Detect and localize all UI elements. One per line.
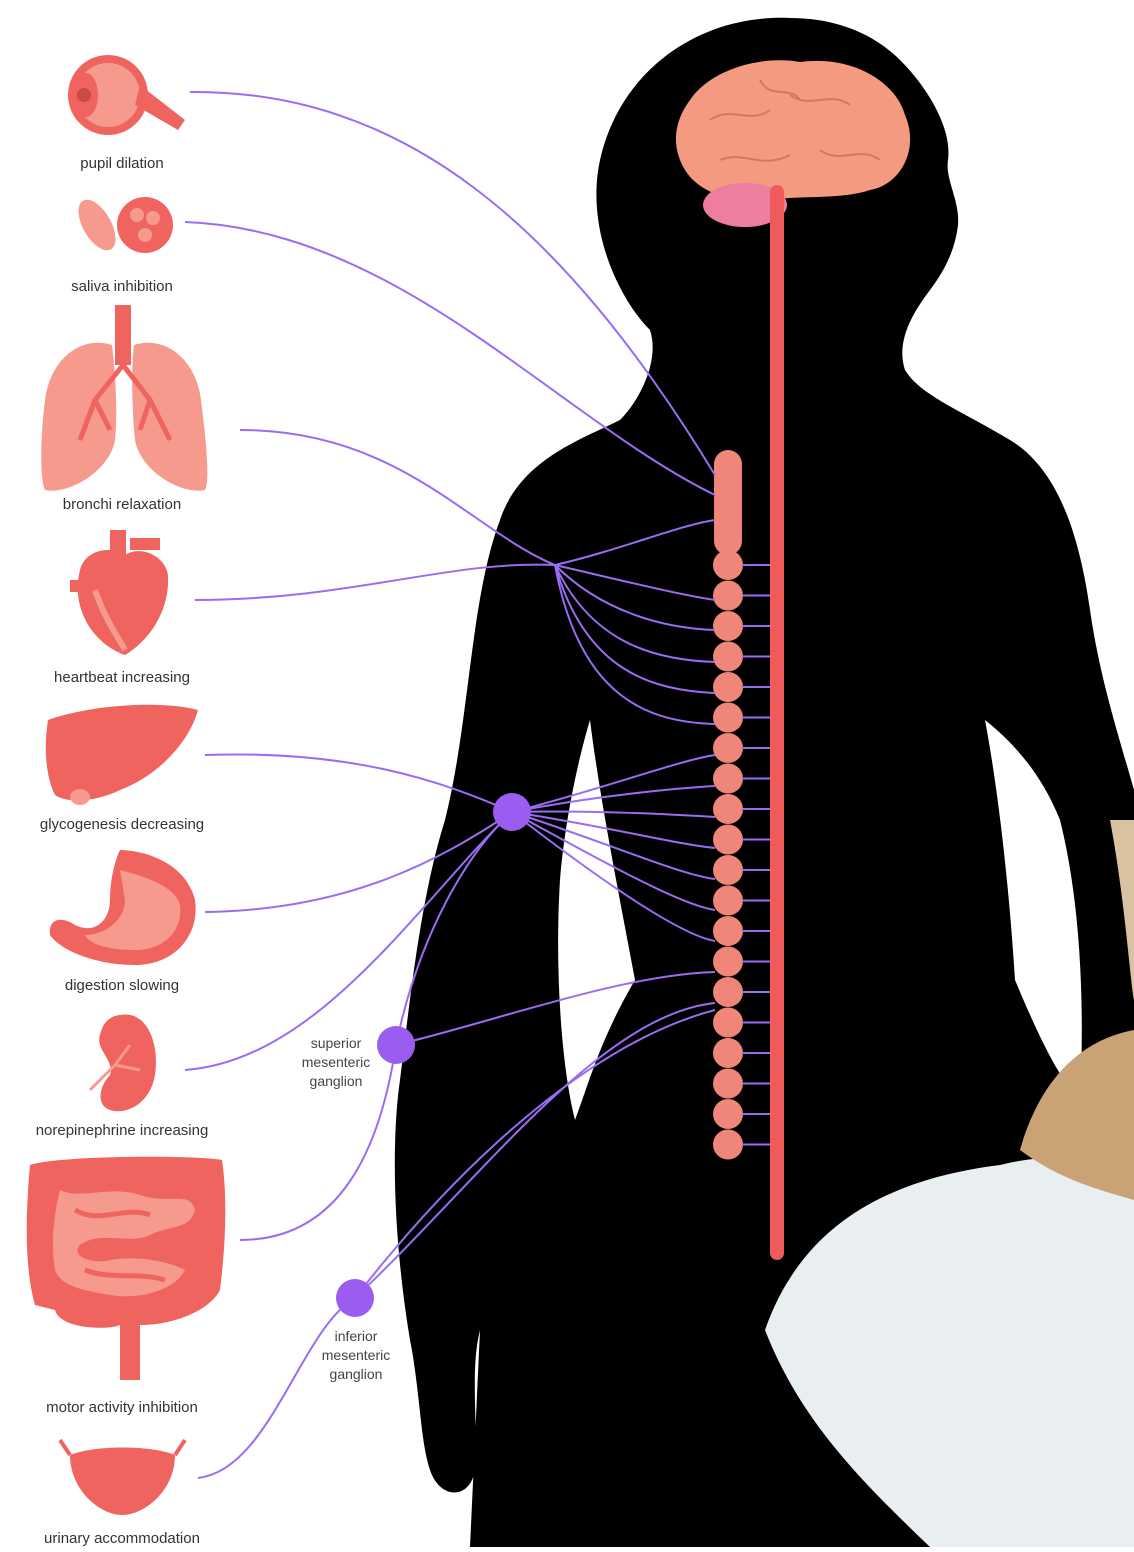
gl-inferior-line-2: mesenteric <box>322 1346 390 1365</box>
chain-ganglion-19 <box>713 1099 743 1129</box>
celiac-ganglion <box>493 793 531 831</box>
chain-ganglion-18 <box>713 1069 743 1099</box>
label-digestion-slowing: digestion slowing <box>65 977 179 994</box>
gl-superior-line-1: superior <box>302 1034 370 1053</box>
chain-ganglion-12 <box>713 886 743 916</box>
chain-upper-segment <box>714 450 742 555</box>
heart-icon <box>70 530 168 655</box>
intestine-icon <box>27 1157 226 1380</box>
chain-ganglion-13 <box>713 916 743 946</box>
chain-ganglion-17 <box>713 1038 743 1068</box>
lungs-icon <box>41 305 207 491</box>
chain-ganglion-3 <box>713 611 743 641</box>
chain-ganglion-5 <box>713 672 743 702</box>
label-inferior-mesenteric-ganglion: inferior mesenteric ganglion <box>322 1327 390 1384</box>
label-motor-activity-inhibition: motor activity inhibition <box>46 1399 198 1416</box>
label-heartbeat-increasing: heartbeat increasing <box>54 669 190 686</box>
chain-ganglion-10 <box>713 825 743 855</box>
inferior-ganglion <box>336 1279 374 1317</box>
chain-ganglion-8 <box>713 764 743 794</box>
label-superior-mesenteric-ganglion: superior mesenteric ganglion <box>302 1034 370 1091</box>
chain-ganglion-6 <box>713 703 743 733</box>
chain-ganglion-2 <box>713 581 743 611</box>
nerve-24 <box>198 1298 355 1478</box>
chain-ganglion-14 <box>713 947 743 977</box>
label-glycogenesis-decreasing: glycogenesis decreasing <box>40 816 204 833</box>
label-pupil-dilation: pupil dilation <box>80 155 163 172</box>
salivary-gland-icon <box>71 194 173 256</box>
superior-ganglion <box>377 1026 415 1064</box>
label-urinary-accommodation: urinary accommodation <box>44 1530 200 1547</box>
label-norepinephrine-increasing: norepinephrine increasing <box>36 1122 209 1139</box>
stomach-icon <box>50 850 196 965</box>
gl-superior-line-3: ganglion <box>302 1072 370 1091</box>
kidney-icon <box>90 1014 156 1111</box>
gl-inferior-line-3: ganglion <box>322 1365 390 1384</box>
chain-ganglion-20 <box>713 1130 743 1160</box>
chain-ganglion-4 <box>713 642 743 672</box>
liver-icon <box>46 705 198 805</box>
bladder-icon <box>60 1440 185 1515</box>
spinal-cord <box>770 185 784 1260</box>
gl-inferior-line-1: inferior <box>322 1327 390 1346</box>
chain-ganglion-15 <box>713 977 743 1007</box>
chain-ganglion-7 <box>713 733 743 763</box>
chain-ganglion-9 <box>713 794 743 824</box>
gl-superior-line-2: mesenteric <box>302 1053 370 1072</box>
organ-icons <box>27 55 226 1515</box>
chain-ganglion-11 <box>713 855 743 885</box>
label-saliva-inhibition: saliva inhibition <box>71 278 173 295</box>
label-bronchi-relaxation: bronchi relaxation <box>63 496 181 513</box>
chain-ganglion-16 <box>713 1008 743 1038</box>
eye-icon <box>68 55 185 135</box>
chain-ganglion-1 <box>713 550 743 580</box>
